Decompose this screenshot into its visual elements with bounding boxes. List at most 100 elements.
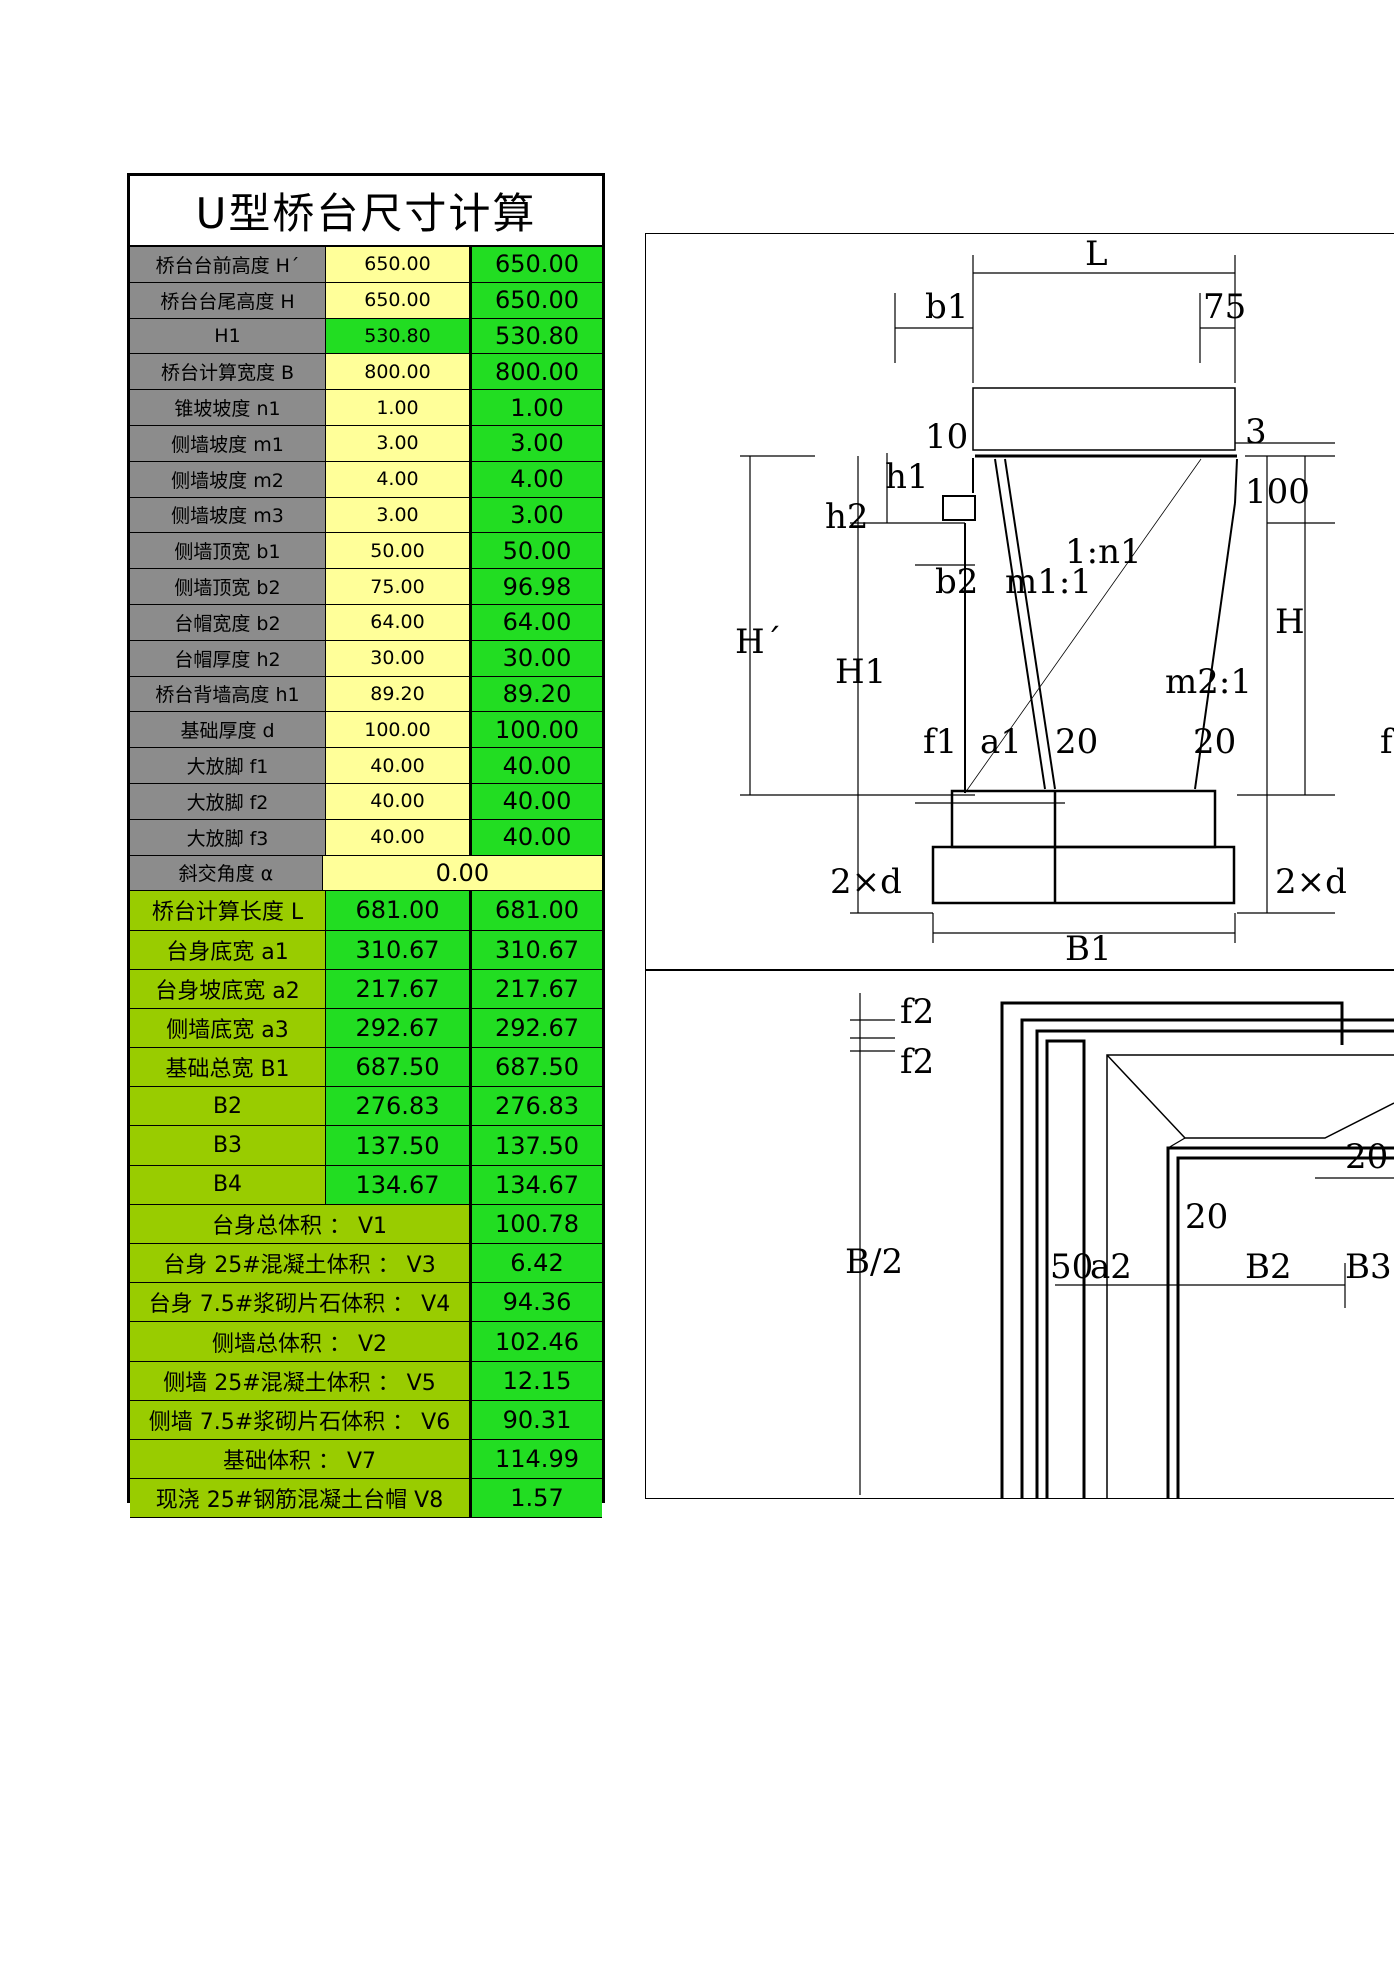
result-cell: 800.00	[472, 354, 602, 390]
row-label: 基础总宽 B1	[130, 1048, 326, 1087]
alpha-input[interactable]: 0.00	[322, 855, 602, 891]
label-20d: 20	[1345, 1137, 1388, 1177]
result-cell: 96.98	[472, 569, 602, 604]
label-f2-top: f2	[900, 992, 934, 1032]
calc-value: 217.67	[326, 969, 472, 1008]
label-2xd-left: 2×d	[830, 862, 902, 902]
result-cell: 4.00	[472, 461, 602, 497]
input-cell[interactable]: 100.00	[326, 712, 472, 748]
calc-value: 687.50	[472, 1048, 602, 1087]
row-label: 斜交角度 α	[130, 855, 323, 891]
input-cell[interactable]: 89.20	[326, 676, 472, 712]
result-cell: 650.00	[472, 282, 602, 318]
result-cell: 40.00	[472, 819, 602, 855]
label-h1: h1	[885, 457, 929, 497]
alpha-row: 斜交角度 α 0.00	[130, 855, 602, 892]
input-cell[interactable]: 530.80	[326, 318, 472, 354]
row-label: 侧墙坡度 m2	[130, 461, 326, 497]
calc-value: 687.50	[326, 1048, 472, 1087]
page-title: U型桥台尺寸计算	[130, 176, 602, 247]
row-label: 台帽厚度 h2	[130, 640, 326, 676]
label-f1: f1	[923, 722, 957, 762]
row-label: 侧墙 25#混凝土体积 ： V5	[130, 1361, 472, 1400]
result-cell: 650.00	[472, 247, 602, 282]
label-h: H	[1275, 602, 1305, 642]
input-cell[interactable]: 40.00	[326, 748, 472, 783]
row-label: 桥台背墙高度 h1	[130, 676, 326, 712]
row-label: 现浇 25#钢筋混凝土台帽 V8	[130, 1479, 472, 1518]
row-label: 台身底宽 a1	[130, 930, 326, 969]
row-label: 台身坡底宽 a2	[130, 969, 326, 1008]
row-label: 桥台台前高度 H´	[130, 247, 326, 282]
input-cell[interactable]: 50.00	[326, 533, 472, 569]
input-cell[interactable]: 40.00	[326, 819, 472, 855]
volume-value: 1.57	[472, 1479, 602, 1518]
result-cell: 40.00	[472, 783, 602, 819]
input-cell[interactable]: 1.00	[326, 390, 472, 425]
input-cell[interactable]: 75.00	[326, 569, 472, 604]
result-cell: 530.80	[472, 318, 602, 354]
input-cell[interactable]: 40.00	[326, 783, 472, 819]
input-cell[interactable]: 800.00	[326, 354, 472, 390]
result-cell: 30.00	[472, 640, 602, 676]
volume-value: 90.31	[472, 1400, 602, 1439]
row-label: B3	[130, 1126, 326, 1165]
input-cell[interactable]: 650.00	[326, 247, 472, 282]
row-label: 桥台台尾高度 H	[130, 282, 326, 318]
result-cell: 3.00	[472, 497, 602, 533]
calc-value: 292.67	[326, 1008, 472, 1048]
label-m1: m1:1	[1005, 562, 1092, 602]
result-cell: 3.00	[472, 425, 602, 461]
label-h1-body: H1	[835, 652, 886, 692]
row-label: 侧墙底宽 a3	[130, 1008, 326, 1048]
calc-value: 276.83	[326, 1087, 472, 1126]
row-label: 侧墙 7.5#浆砌片石体积 ： V6	[130, 1400, 472, 1439]
calc-value: 276.83	[472, 1087, 602, 1126]
row-label: 台身总体积 ： V1	[130, 1204, 472, 1244]
label-2xd-right: 2×d	[1275, 862, 1347, 902]
volume-value: 12.15	[472, 1361, 602, 1400]
input-cell[interactable]: 3.00	[326, 497, 472, 533]
calc-value: 134.67	[326, 1165, 472, 1204]
calc-value: 310.67	[472, 930, 602, 969]
input-cell[interactable]: 4.00	[326, 461, 472, 497]
label-20a: 20	[1055, 722, 1098, 762]
row-label: 台帽宽度 b2	[130, 604, 326, 640]
input-cell[interactable]: 3.00	[326, 425, 472, 461]
input-cell[interactable]: 30.00	[326, 640, 472, 676]
input-cell[interactable]: 64.00	[326, 604, 472, 640]
row-label: H1	[130, 318, 326, 354]
label-b3-plan: B3	[1345, 1247, 1392, 1287]
label-a2: a2	[1090, 1247, 1132, 1287]
calc-value: 137.50	[472, 1126, 602, 1165]
calc-value: 681.00	[472, 891, 602, 930]
input-cell[interactable]: 650.00	[326, 282, 472, 318]
label-h-prime: H´	[735, 622, 782, 662]
volume-value: 94.36	[472, 1283, 602, 1322]
